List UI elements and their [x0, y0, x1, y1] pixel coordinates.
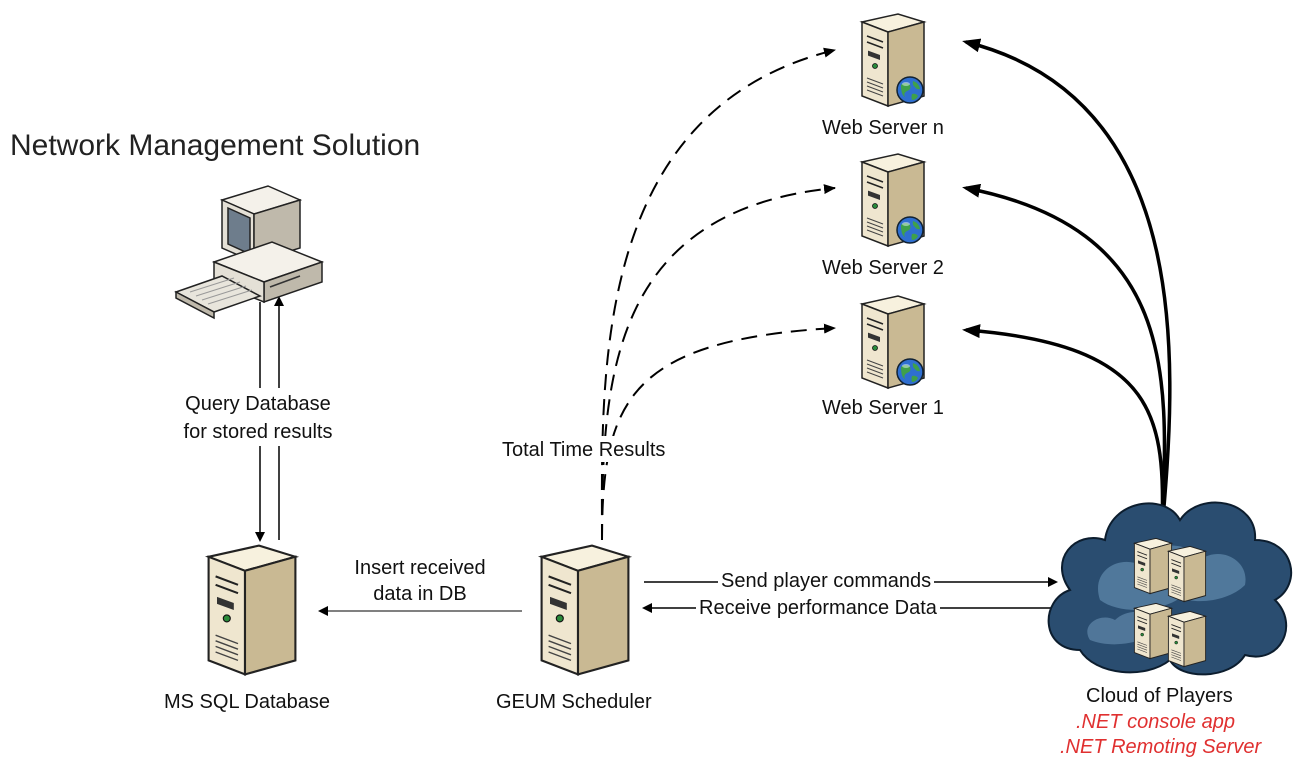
query-label-line2: for stored results [183, 421, 333, 443]
query-label-line1: Query Database [185, 393, 331, 415]
database-server-icon [207, 544, 297, 676]
receive-data-label: Receive performance Data [696, 596, 940, 620]
cloud-to-web-servers-arrows [962, 38, 1172, 531]
page-title: Network Management Solution [10, 129, 421, 162]
web-server-2-icon [861, 153, 925, 247]
dashed-curve-to-web-server-1 [601, 323, 836, 541]
cloud-label: Cloud of Players [1086, 685, 1233, 707]
scheduler-server-icon [540, 544, 630, 676]
total-time-dashed-curves [600, 47, 836, 541]
heavy-arrow-to-web-server-n [962, 38, 1172, 531]
web-server-2-label: Web Server 2 [822, 257, 944, 279]
insert-label-line2: data in DB [373, 583, 467, 605]
web-server-n-icon [861, 13, 925, 107]
cloud-subtitle-remoting: .NET Remoting Server [1060, 736, 1262, 758]
cloud-subtitle-console: .NET console app [1076, 711, 1235, 733]
send-commands-label: Send player commands [718, 569, 935, 593]
total-time-label: Total Time Results [502, 439, 666, 461]
insert-label-line1: Insert received [354, 557, 486, 579]
heavy-arrow-to-web-server-2 [962, 183, 1167, 531]
web-server-1-label: Web Server 1 [822, 397, 944, 419]
dashed-curve-to-web-server-n [600, 47, 836, 541]
scheduler-label: GEUM Scheduler [496, 691, 652, 713]
heavy-arrow-to-web-server-1 [962, 324, 1165, 531]
computer-icon [174, 185, 325, 320]
dashed-curve-to-web-server-2 [601, 184, 836, 541]
web-server-1-icon [861, 295, 925, 389]
database-label: MS SQL Database [164, 691, 331, 713]
web-server-n-label: Web Server n [822, 117, 944, 139]
cloud-icon [1047, 501, 1293, 676]
